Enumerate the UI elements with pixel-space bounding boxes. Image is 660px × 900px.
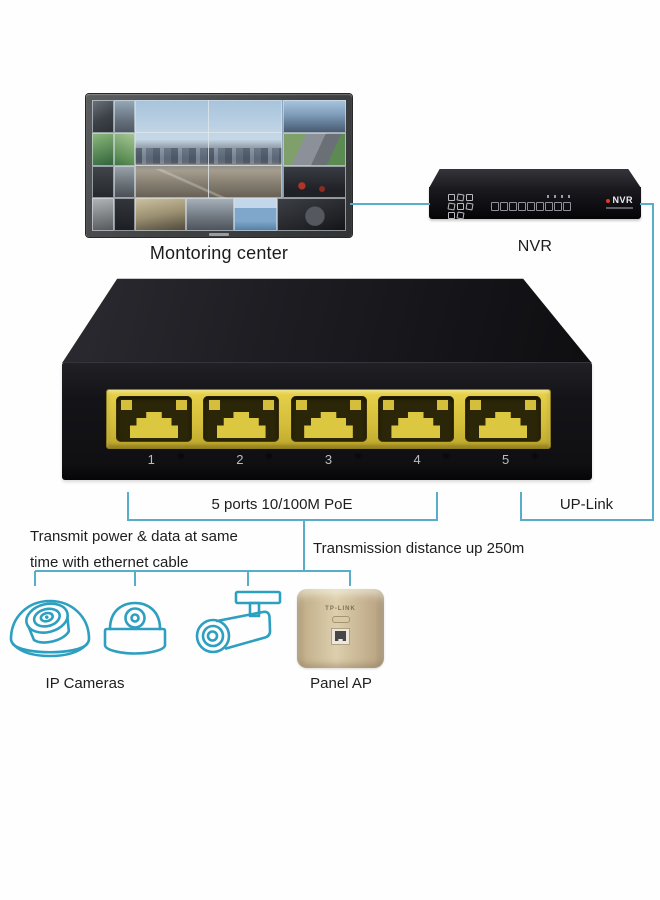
port-number: 3: [284, 452, 373, 467]
rj45-port: [290, 396, 367, 442]
camera-feed-tile: [92, 100, 114, 133]
camera-feed-tile: [185, 198, 235, 231]
transmit-note-line1: Transmit power & data at same: [30, 528, 238, 545]
distance-note: Transmission distance up 250m: [313, 540, 525, 557]
cable-monitor-to-nvr: [350, 203, 430, 205]
camera-feed-tile: [282, 100, 346, 133]
camera-feed-tile: [113, 165, 136, 199]
ip-cameras-label: IP Cameras: [45, 675, 125, 692]
port-led: [531, 453, 538, 459]
rj45-port: [116, 396, 192, 442]
uplink-bracket-tick: [520, 492, 522, 521]
port-led: [354, 453, 361, 459]
camera-feed-panorama: [135, 100, 283, 199]
port-number: 2: [196, 452, 285, 467]
camera-feed-tile: [113, 100, 136, 133]
port-led: [266, 453, 273, 459]
nvr-power-led: [606, 198, 611, 203]
poe-group-label: 5 ports 10/100M PoE: [211, 496, 353, 513]
transmit-note-line2: time with ethernet cable: [30, 554, 189, 571]
camera-feed-tile: [234, 198, 278, 231]
rj45-port: [377, 396, 454, 442]
tick-bullet-camera: [247, 571, 249, 586]
panel-ap-brand: TP-LINK: [325, 606, 356, 612]
uplink-label: UP-Link: [559, 496, 614, 513]
rj45-port: [203, 396, 280, 442]
nvr-badge: NVR: [606, 196, 633, 205]
poe-drop-line: [303, 521, 305, 571]
poe-bracket-line: [127, 519, 438, 521]
switch-top-face: [62, 278, 592, 363]
camera-feed-tile: [135, 198, 186, 231]
nvr-device: NVR: [429, 187, 641, 220]
cable-nvr-to-uplink: [652, 203, 654, 521]
poe-bracket-tick-left: [127, 492, 129, 521]
tick-dome-camera-2: [134, 571, 136, 586]
camera-feed-tile: [92, 165, 114, 199]
nvr-label: NVR: [517, 238, 553, 255]
port-number: 1: [107, 452, 196, 467]
panel-ap-button: [331, 616, 350, 623]
camera-feed-tile: [277, 198, 346, 231]
tick-panel-ap: [349, 571, 351, 586]
video-wall-screen: [92, 100, 346, 231]
panel-ap-device: TP-LINK: [297, 589, 384, 668]
camera-feed-tile: [92, 132, 114, 166]
device-manifold-line: [35, 570, 351, 572]
nvr-indicator-marks: [547, 195, 570, 198]
video-wall-monitor: [86, 94, 352, 237]
dome-camera-front-icon: [103, 601, 167, 655]
cable-nvr-out: [640, 203, 654, 205]
panel-ap-label: Panel AP: [310, 675, 372, 692]
nvr-top-face: [429, 169, 641, 188]
panel-ap-ethernet-port: [331, 628, 350, 645]
camera-feed-tile: [282, 165, 346, 199]
camera-feed-tile: [113, 198, 136, 231]
nvr-buttons: [491, 202, 571, 211]
camera-feed-tile: [282, 132, 346, 166]
switch-port-panel: [107, 390, 550, 448]
tick-dome-camera-1: [34, 571, 36, 586]
port-number-row: 1 2 3 4 5: [107, 452, 550, 467]
nvr-vent-icons: [447, 193, 478, 220]
port-led: [443, 453, 450, 459]
camera-feed-tile: [113, 132, 136, 166]
monitoring-center-label: Montoring center: [149, 243, 289, 263]
dome-camera-angled-icon: [9, 599, 91, 658]
camera-feed-tile: [92, 198, 114, 231]
port-led: [177, 453, 184, 459]
rj45-jack: [335, 631, 346, 641]
rj45-port: [465, 396, 541, 442]
bullet-camera-icon: [195, 590, 282, 654]
uplink-bracket-line: [520, 519, 654, 521]
poe-bracket-tick-right: [436, 492, 438, 521]
nvr-badge-text: NVR: [612, 195, 633, 205]
port-number: 5: [461, 452, 550, 467]
monitor-logo: [209, 233, 229, 236]
port-number: 4: [373, 452, 462, 467]
nvr-badge-subtext: [606, 207, 633, 209]
